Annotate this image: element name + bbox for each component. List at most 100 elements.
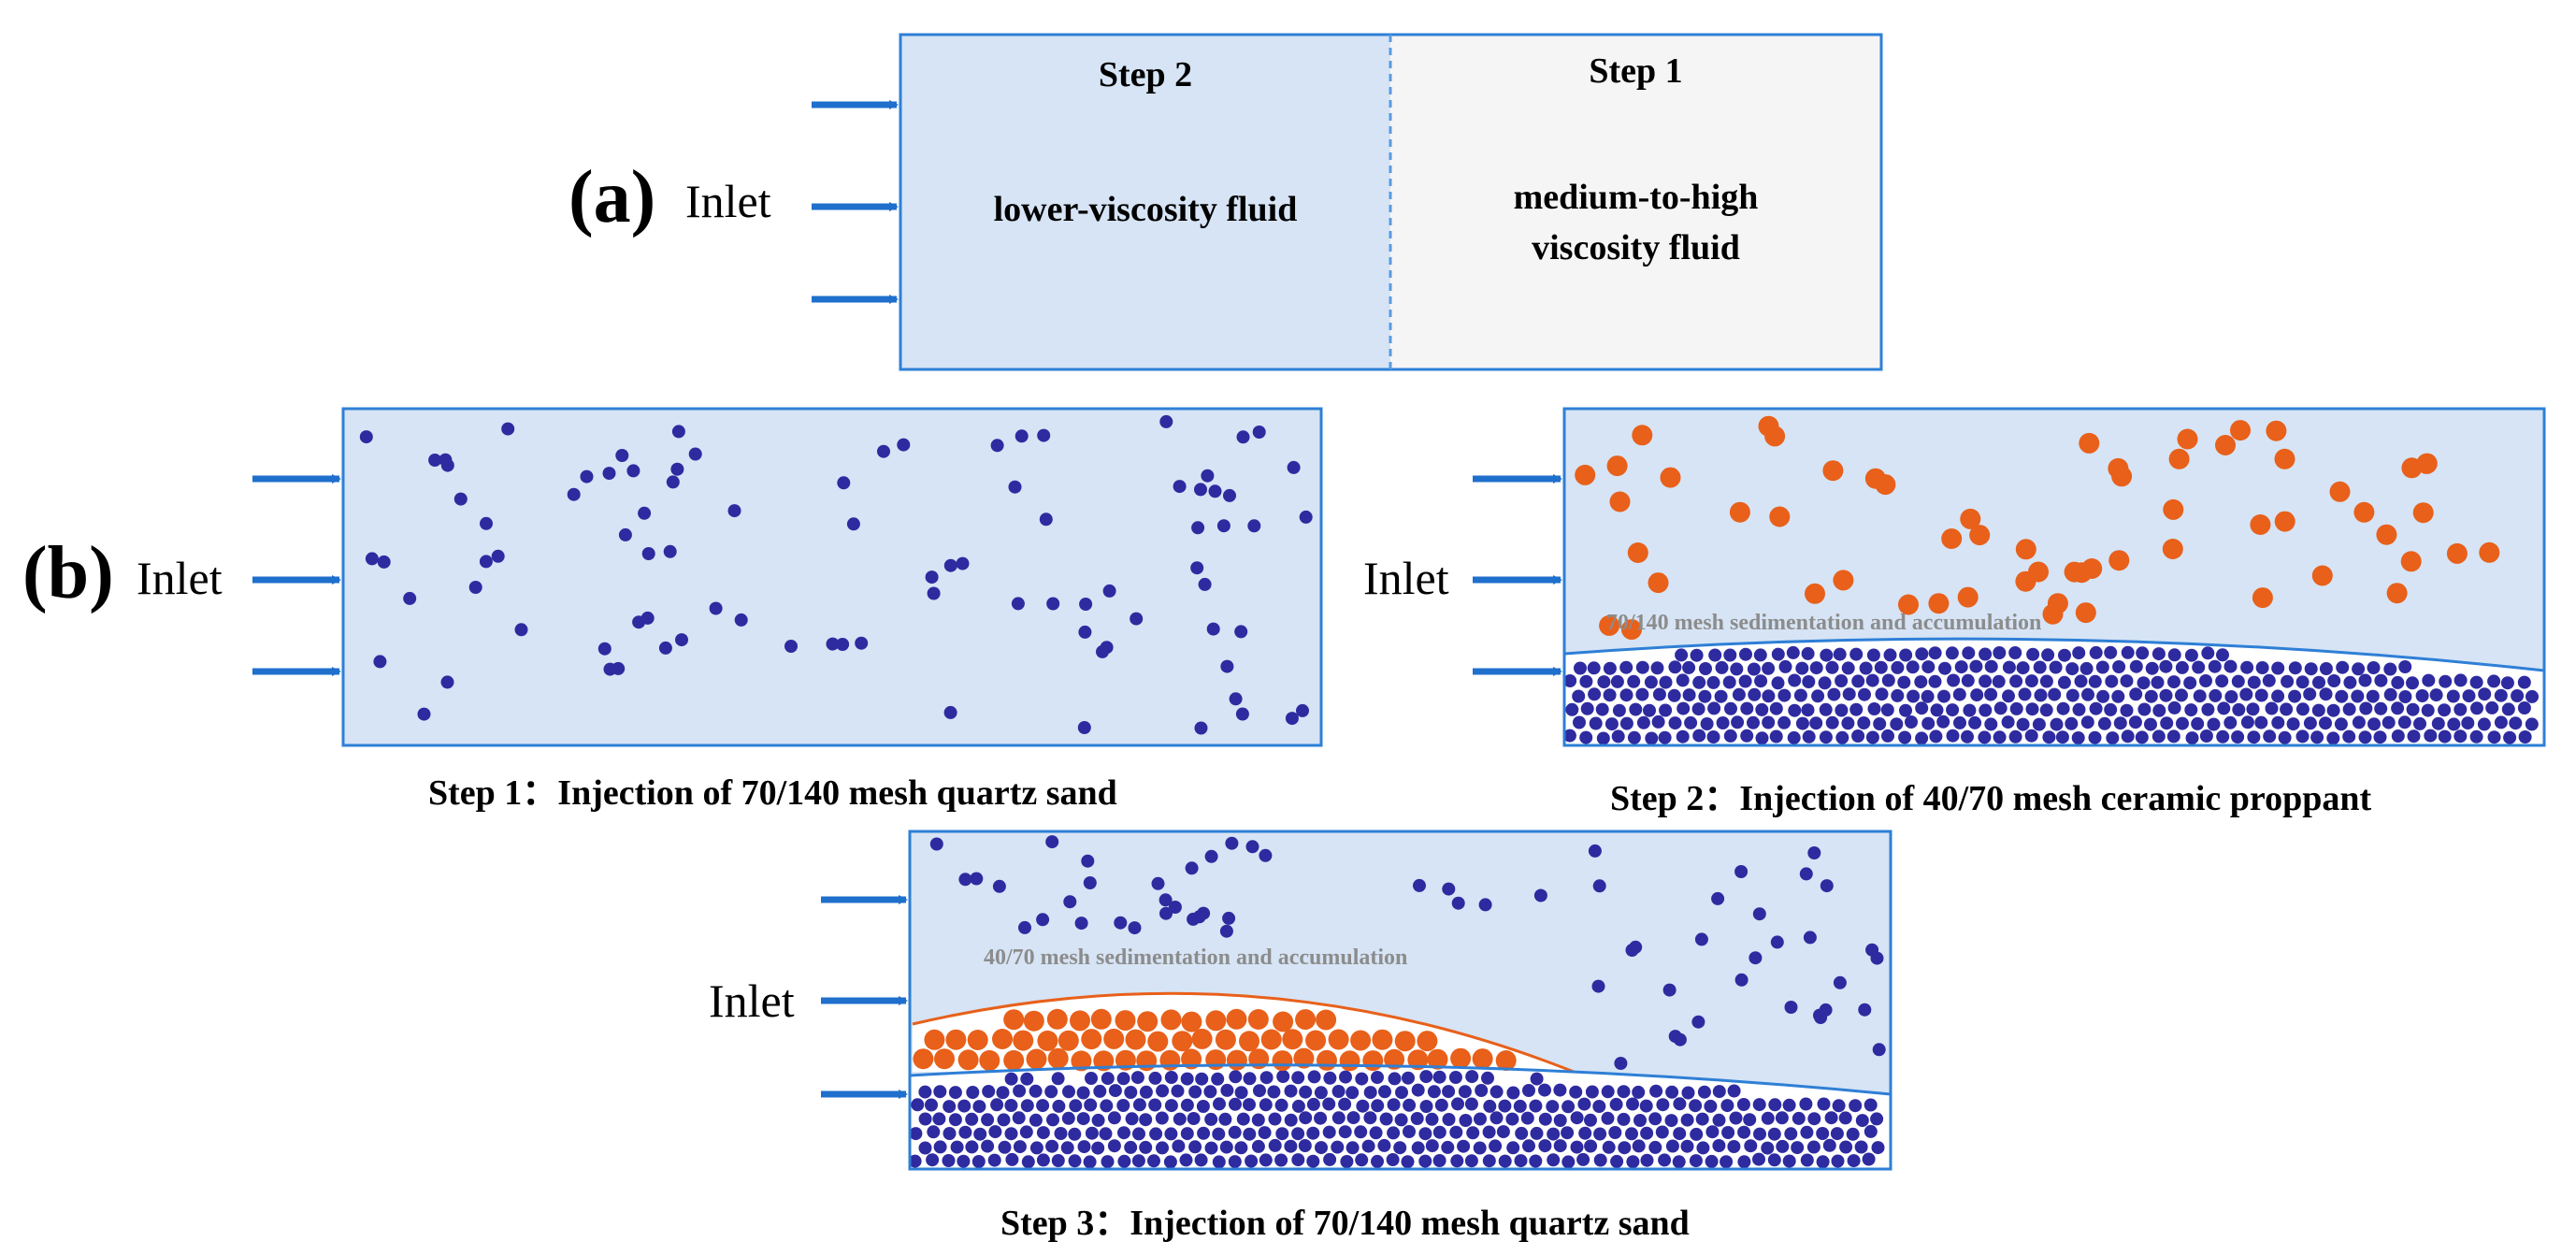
- ceramic-proppant-particle: [1632, 425, 1653, 446]
- quartz-sand-particle: [1506, 1141, 1520, 1155]
- quartz-sand-particle: [2271, 689, 2285, 703]
- ceramic-proppant-particle: [1293, 1047, 1315, 1069]
- quartz-sand-particle: [1259, 1153, 1273, 1167]
- quartz-sand-particle: [1851, 729, 1865, 743]
- quartz-sand-particle: [1081, 854, 1095, 868]
- quartz-sand-particle: [2039, 674, 2053, 688]
- quartz-sand-particle: [1862, 1152, 1876, 1166]
- quartz-sand-particle: [1100, 641, 1114, 655]
- quartz-sand-particle: [1592, 1100, 1606, 1113]
- ceramic-proppant-particle: [2250, 514, 2271, 535]
- quartz-sand-particle: [2025, 702, 2039, 716]
- quartz-sand-particle: [1841, 661, 1855, 675]
- ceramic-proppant-particle: [1350, 1030, 1372, 1051]
- quartz-sand-particle: [981, 1113, 995, 1127]
- quartz-sand-particle: [670, 462, 684, 476]
- quartz-sand-particle: [1969, 659, 1983, 673]
- quartz-sand-particle: [1108, 1084, 1122, 1098]
- quartz-sand-particle: [1085, 1126, 1099, 1140]
- ceramic-proppant-particle: [2329, 481, 2351, 502]
- quartz-sand-particle: [1203, 1085, 1217, 1099]
- ceramic-proppant-particle: [1272, 1050, 1293, 1072]
- quartz-sand-particle: [1069, 1099, 1083, 1113]
- panel-a-low-viscosity-label: lower-viscosity fluid: [993, 190, 1298, 229]
- quartz-sand-particle: [1029, 1141, 1043, 1155]
- ceramic-proppant-particle: [1103, 1028, 1125, 1049]
- quartz-sand-particle: [1793, 688, 1807, 702]
- quartz-sand-particle: [1681, 1086, 1695, 1100]
- quartz-sand-particle: [2503, 730, 2517, 744]
- quartz-sand-particle: [918, 1085, 932, 1099]
- quartz-sand-particle: [1734, 865, 1749, 878]
- ceramic-proppant-particle: [913, 1048, 934, 1070]
- quartz-sand-particle: [2438, 729, 2452, 743]
- quartz-sand-particle: [1116, 1072, 1130, 1086]
- quartz-sand-particle: [2129, 687, 2143, 701]
- quartz-sand-particle: [1020, 1099, 1034, 1113]
- ceramic-proppant-particle: [1159, 1049, 1181, 1071]
- quartz-sand-particle: [1323, 1152, 1337, 1166]
- ceramic-proppant-particle: [1037, 1030, 1058, 1051]
- quartz-sand-particle: [2470, 701, 2483, 715]
- quartz-sand-particle: [1891, 688, 1905, 702]
- ceramic-proppant-particle: [2108, 550, 2130, 571]
- quartz-sand-particle: [2326, 731, 2340, 745]
- quartz-sand-particle: [1285, 712, 1299, 726]
- panel-b-step3-inlet-label: Inlet: [709, 974, 795, 1027]
- quartz-sand-particle: [2240, 715, 2254, 729]
- quartz-sand-particle: [1857, 716, 1871, 729]
- quartz-sand-particle: [1841, 716, 1855, 730]
- quartz-sand-particle: [2398, 690, 2412, 703]
- quartz-sand-particle: [1775, 1111, 1789, 1125]
- quartz-sand-particle: [1695, 1112, 1709, 1126]
- ceramic-proppant-particle: [1606, 455, 1628, 477]
- quartz-sand-particle: [2088, 674, 2102, 688]
- quartz-sand-particle: [1346, 1086, 1360, 1100]
- quartz-sand-particle: [1307, 1070, 1321, 1084]
- quartz-sand-particle: [428, 454, 442, 467]
- quartz-sand-particle: [2121, 729, 2135, 743]
- quartz-sand-particle: [1419, 1100, 1433, 1113]
- quartz-sand-particle: [1847, 1154, 1861, 1168]
- quartz-sand-particle: [1458, 1085, 1472, 1099]
- quartz-sand-particle: [1659, 703, 1673, 717]
- quartz-sand-particle: [1825, 660, 1839, 674]
- quartz-sand-particle: [1074, 917, 1088, 931]
- quartz-sand-particle: [1101, 1072, 1115, 1086]
- quartz-sand-particle: [2065, 688, 2080, 702]
- quartz-sand-particle: [1714, 689, 1728, 703]
- quartz-sand-particle: [1102, 584, 1116, 598]
- quartz-sand-particle: [1811, 689, 1825, 703]
- step2-particles: [1564, 415, 2539, 745]
- quartz-sand-particle: [1451, 1097, 1464, 1111]
- step3-box: [908, 830, 1892, 1171]
- quartz-sand-particle: [1218, 1112, 1232, 1126]
- quartz-sand-particle: [1051, 1154, 1065, 1167]
- quartz-sand-particle: [1846, 1127, 1860, 1141]
- quartz-sand-particle: [1259, 848, 1273, 862]
- quartz-sand-particle: [1401, 1155, 1415, 1169]
- ceramic-proppant-particle: [1003, 1009, 1025, 1031]
- ceramic-proppant-particle: [1273, 1011, 1294, 1032]
- quartz-sand-particle: [1315, 1141, 1328, 1155]
- ceramic-proppant-particle: [2376, 524, 2397, 545]
- quartz-sand-particle: [1806, 1140, 1820, 1154]
- quartz-sand-particle: [943, 705, 957, 719]
- quartz-sand-particle: [1091, 1141, 1105, 1155]
- quartz-sand-particle: [1101, 1155, 1115, 1169]
- quartz-sand-particle: [1865, 730, 1879, 744]
- step2-caption: Step 2：Injection of 40/70 mesh ceramic p…: [1610, 779, 2372, 818]
- quartz-sand-particle: [1489, 1139, 1503, 1153]
- quartz-sand-particle: [1596, 731, 1610, 745]
- quartz-sand-particle: [1044, 1085, 1058, 1099]
- ceramic-proppant-particle: [967, 1030, 988, 1050]
- quartz-sand-particle: [1921, 660, 1936, 674]
- quartz-sand-particle: [1291, 1071, 1305, 1085]
- quartz-sand-particle: [1824, 1111, 1838, 1125]
- quartz-sand-particle: [1432, 1154, 1446, 1167]
- quartz-sand-particle: [1243, 1072, 1257, 1086]
- quartz-sand-particle: [2526, 689, 2539, 703]
- quartz-sand-particle: [1825, 715, 1839, 729]
- quartz-sand-particle: [1235, 707, 1249, 721]
